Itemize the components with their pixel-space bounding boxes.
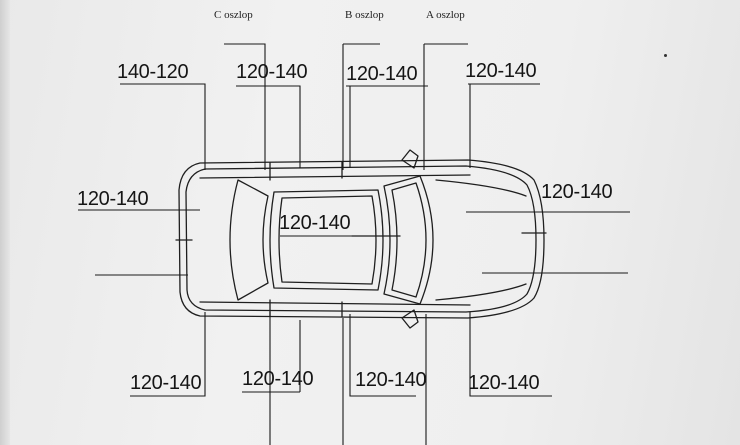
hood-line-right bbox=[435, 283, 527, 301]
c-pillar-leader bbox=[224, 43, 266, 170]
a-pillar-label: A oszlop bbox=[426, 9, 465, 21]
value-roof: 120-140 bbox=[279, 212, 351, 234]
roof-inner bbox=[278, 195, 377, 285]
bottom-left-leader bbox=[130, 312, 206, 397]
left-mirror bbox=[401, 149, 419, 169]
right-mirror bbox=[401, 309, 419, 329]
value-top-c: 120-140 bbox=[236, 61, 308, 83]
windshield-inner bbox=[391, 182, 427, 298]
b-pillar-leader bbox=[342, 43, 380, 170]
value-bottom-c: 120-140 bbox=[242, 368, 314, 390]
paper-edge-shadow bbox=[0, 0, 10, 445]
bottom-b-leader bbox=[342, 314, 416, 445]
value-bottom-left: 120-140 bbox=[130, 372, 202, 394]
rear-window bbox=[229, 179, 269, 301]
value-bottom-front: 120-140 bbox=[468, 372, 540, 394]
roof-panel bbox=[269, 189, 384, 291]
paper-speck bbox=[664, 54, 667, 57]
value-bottom-b: 120-140 bbox=[355, 369, 427, 391]
value-top-b: 120-140 bbox=[346, 63, 418, 85]
value-top-left: 140-120 bbox=[117, 61, 189, 83]
hood-line-left bbox=[435, 179, 527, 197]
value-rear: 120-140 bbox=[77, 188, 149, 210]
car-body-inner-outline bbox=[185, 165, 537, 313]
top-b-leader bbox=[346, 85, 428, 168]
car-body-outline bbox=[178, 159, 545, 319]
value-top-front: 120-140 bbox=[465, 60, 537, 82]
bottom-c-leader bbox=[242, 312, 301, 445]
windshield bbox=[383, 175, 434, 305]
left-sill-line bbox=[199, 174, 471, 179]
c-pillar-label: C oszlop bbox=[214, 9, 253, 21]
a-pillar-leader bbox=[423, 43, 468, 170]
right-sill-line bbox=[199, 301, 471, 306]
bottom-front-leader bbox=[425, 312, 552, 445]
b-pillar-label: B oszlop bbox=[345, 9, 384, 21]
value-front: 120-140 bbox=[541, 181, 613, 203]
top-left-leader bbox=[120, 83, 206, 170]
top-c-leader bbox=[236, 85, 301, 168]
top-front-leader bbox=[468, 83, 540, 168]
